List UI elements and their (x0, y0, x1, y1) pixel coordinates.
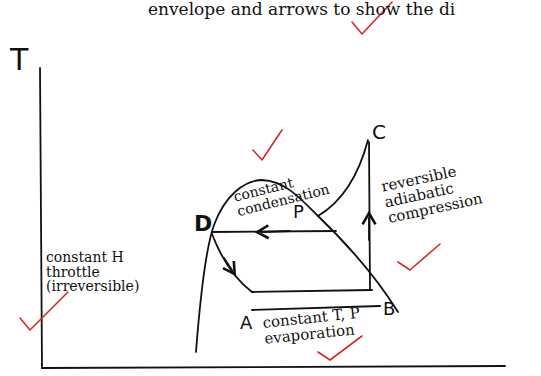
cut-off-heading: envelope and arrows to show the di (148, 1, 478, 19)
process-label: constant condensation (232, 166, 336, 219)
process-label: constant H throttle (irreversible) (46, 250, 141, 294)
state-point-label: A (240, 314, 262, 333)
flow-arrow (224, 258, 232, 270)
process-label: reversible adiabatic compression (380, 157, 497, 226)
evaporation-line (252, 290, 372, 292)
state-point-label: C (372, 122, 396, 143)
entropy-axis (42, 366, 505, 368)
superheat-curve (318, 140, 368, 216)
compression-line (369, 142, 370, 290)
state-point-label: P (293, 203, 315, 222)
state-point-label: D (194, 212, 220, 235)
temperature-axis (40, 68, 42, 368)
state-point-label: B (383, 300, 405, 319)
axis-label: T (10, 44, 44, 76)
condensation-line (212, 231, 336, 232)
saturation-dome (196, 180, 398, 352)
throttle-line (212, 234, 252, 292)
flow-arrow (262, 231, 290, 232)
flow-arrow (368, 218, 370, 240)
grading-checks (20, 2, 440, 360)
